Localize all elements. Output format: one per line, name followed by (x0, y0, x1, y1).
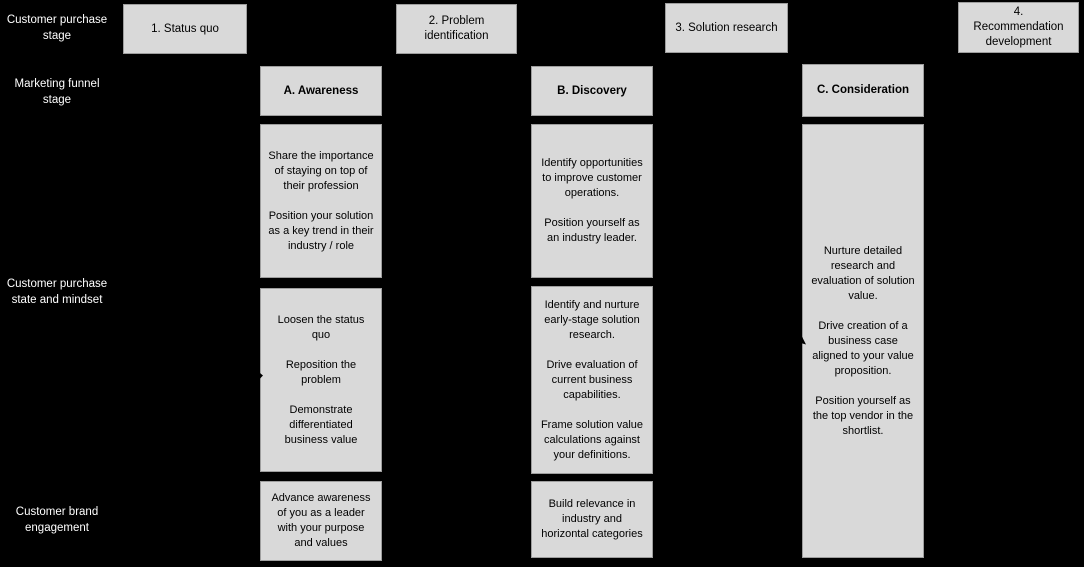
row-label-customer-purchase-state-mindset: Customer purchase state and mindset (6, 278, 108, 306)
purchase-stage-box-problem-identification: 2. Problem identification (396, 4, 517, 54)
purchase-stage-box-solution-research: 3. Solution research (665, 3, 788, 53)
mindset-box-consideration: Nurture detailed research and evaluation… (802, 124, 924, 558)
purchase-stage-box-status-quo: 1. Status quo (123, 4, 247, 54)
mindset-box-discovery-1: Identify opportunities to improve custom… (531, 124, 653, 278)
engagement-box-awareness: Advance awareness of you as a leader wit… (260, 481, 382, 561)
row-label-customer-brand-engagement: Customer brand engagement (15, 506, 99, 534)
mindset-box-awareness-1: Share the importance of staying on top o… (260, 124, 382, 278)
funnel-stage-box-discovery: B. Discovery (531, 66, 653, 116)
mindset-box-discovery-2: Identify and nurture early-stage solutio… (531, 286, 653, 474)
funnel-stage-box-awareness: A. Awareness (260, 66, 382, 116)
mindset-box-awareness-2: Loosen the status quo Reposition the pro… (260, 288, 382, 472)
row-label-customer-purchase-stage: Customer purchase stage (6, 14, 108, 42)
row-label-marketing-funnel-stage: Marketing funnel stage (14, 78, 100, 106)
engagement-box-discovery: Build relevance in industry and horizont… (531, 481, 653, 558)
funnel-stage-box-consideration: C. Consideration (802, 64, 924, 117)
purchase-stage-box-recommendation-development: 4. Recommendation development (958, 2, 1079, 53)
